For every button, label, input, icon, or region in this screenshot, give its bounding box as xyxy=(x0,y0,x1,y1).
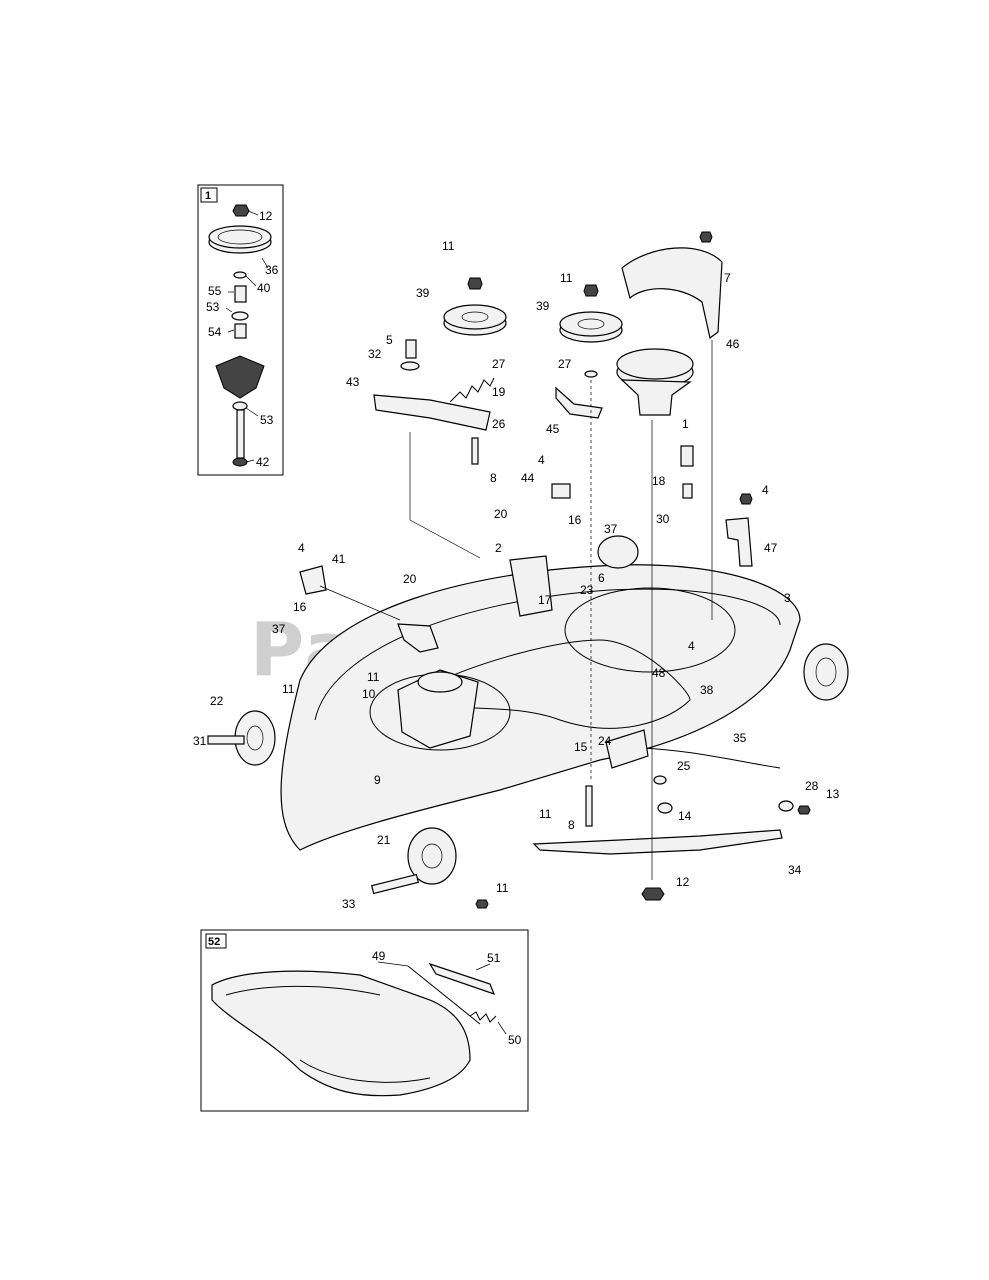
callout-label: 24 xyxy=(598,734,612,748)
callout-label: 39 xyxy=(536,299,550,313)
callout-label: 40 xyxy=(257,281,271,295)
callout-label: 11 xyxy=(539,807,552,821)
callout-label: 13 xyxy=(826,787,840,801)
callout-label: 53 xyxy=(206,300,220,314)
callout-label: 17 xyxy=(538,593,552,607)
spindle-inset: 1 12 36 40 55 53 54 53 42 xyxy=(197,184,284,476)
callout-label: 25 xyxy=(677,759,691,773)
callout-label: 16 xyxy=(568,513,582,527)
callout-label: 35 xyxy=(733,731,747,745)
callout-label: 10 xyxy=(362,687,376,701)
callout-label: 4 xyxy=(688,639,695,653)
callout-label: 26 xyxy=(492,417,506,431)
callout-label: 50 xyxy=(508,1033,522,1047)
callout-label: 30 xyxy=(656,512,670,526)
callout-label: 4 xyxy=(762,483,769,497)
callout-label: 20 xyxy=(494,507,508,521)
upper-parts xyxy=(373,231,753,567)
callout-label: 55 xyxy=(208,284,222,298)
callout-label: 12 xyxy=(676,875,690,889)
deflector-inset-tag: 52 xyxy=(208,936,220,948)
callout-label: 48 xyxy=(652,666,666,680)
deflector-inset: 52 49 51 50 xyxy=(200,929,529,1112)
callout-label: 16 xyxy=(293,600,307,614)
callout-label: 19 xyxy=(492,385,506,399)
callout-label: 33 xyxy=(342,897,356,911)
callout-label: 36 xyxy=(265,263,279,277)
callout-label: 12 xyxy=(259,209,273,223)
callout-label: 44 xyxy=(521,471,535,485)
callout-label: 31 xyxy=(193,734,207,748)
callout-label: 11 xyxy=(560,271,573,285)
callout-label: 27 xyxy=(492,357,506,371)
callout-label: 7 xyxy=(724,271,731,285)
callouts: 11 39 11 39 7 46 5 32 27 27 19 43 26 45 … xyxy=(193,239,840,911)
callout-label: 32 xyxy=(368,347,382,361)
callout-label: 1 xyxy=(682,417,689,431)
callout-label: 23 xyxy=(580,583,594,597)
callout-label: 4 xyxy=(538,453,545,467)
callout-label: 34 xyxy=(788,863,802,877)
mower-deck xyxy=(207,340,849,909)
callout-label: 54 xyxy=(208,325,222,339)
spindle-inset-tag: 1 xyxy=(205,190,211,202)
callout-label: 28 xyxy=(805,779,819,793)
callout-label: 49 xyxy=(372,949,386,963)
callout-label: 14 xyxy=(678,809,692,823)
callout-label: 43 xyxy=(346,375,360,389)
callout-label: 8 xyxy=(568,818,575,832)
callout-label: 15 xyxy=(574,740,588,754)
callout-label: 42 xyxy=(256,455,270,469)
callout-label: 11 xyxy=(282,682,295,696)
callout-label: 11 xyxy=(442,239,455,253)
callout-label: 41 xyxy=(332,552,346,566)
callout-label: 39 xyxy=(416,286,430,300)
callout-label: 2 xyxy=(495,541,502,555)
callout-label: 9 xyxy=(374,773,381,787)
callout-label: 4 xyxy=(298,541,305,555)
callout-label: 18 xyxy=(652,474,666,488)
callout-label: 6 xyxy=(598,571,605,585)
callout-label: 45 xyxy=(546,422,560,436)
callout-label: 37 xyxy=(604,522,618,536)
callout-label: 11 xyxy=(496,881,509,895)
callout-label: 3 xyxy=(784,591,791,605)
callout-label: 22 xyxy=(210,694,224,708)
callout-label: 20 xyxy=(403,572,417,586)
callout-label: 51 xyxy=(487,951,501,965)
callout-label: 47 xyxy=(764,541,778,555)
callout-label: 5 xyxy=(386,333,393,347)
callout-label: 11 xyxy=(367,670,380,684)
callout-label: 27 xyxy=(558,357,572,371)
callout-label: 38 xyxy=(700,683,714,697)
callout-label: 37 xyxy=(272,622,286,636)
callout-label: 46 xyxy=(726,337,740,351)
callout-label: 8 xyxy=(490,471,497,485)
callout-label: 53 xyxy=(260,413,274,427)
callout-label: 21 xyxy=(377,833,391,847)
